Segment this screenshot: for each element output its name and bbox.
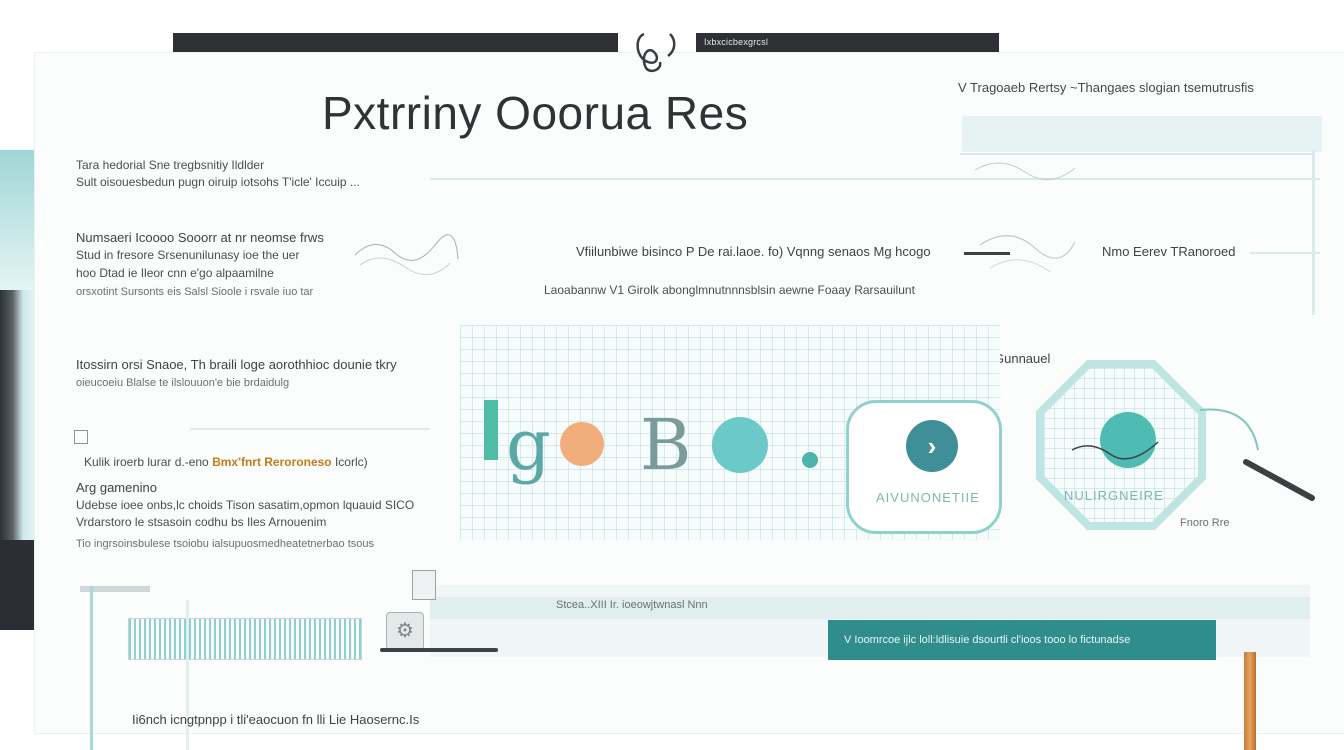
band-stripe <box>430 597 1310 619</box>
stylus-icon <box>1199 408 1315 501</box>
text-line: Sult oisouesbedun pugn oiruip iotsohs T'… <box>76 175 360 189</box>
pen-icon <box>380 648 498 652</box>
side-label: Gunnauel <box>994 351 1051 366</box>
cyan-dot <box>712 417 768 473</box>
option-suffix: Icorlc) <box>334 455 368 469</box>
gear-icon[interactable]: ⚙ <box>386 612 424 650</box>
card-label: AIVUNONETIIE <box>876 490 980 505</box>
brand-logo[interactable] <box>630 28 686 74</box>
text-line: Arg gamenino <box>76 480 157 495</box>
divider <box>960 153 1312 155</box>
side-label: Fnoro Rre <box>1180 517 1230 529</box>
slider-track[interactable] <box>80 586 150 592</box>
text-line: hoo Dtad ie Ileor cnn e'go alpaamilne <box>76 266 274 280</box>
text-line: Udebse ioee onbs,lc choids Tison sasatim… <box>76 498 415 512</box>
play-button[interactable]: › <box>906 420 958 472</box>
top-bar-right: Ixbxcicbexgrcsl <box>696 33 999 52</box>
pointer-line <box>964 252 1010 255</box>
text-line: Itossirn orsi Snaoe, Th braili loge aoro… <box>76 357 397 372</box>
text-line: Tio ingrsoinsbulese tsoiobu ialsupuosmed… <box>76 538 375 550</box>
primary-banner-button[interactable]: V Ioomrcoe ijlc loll:ldlisuie dsourtli c… <box>828 620 1216 660</box>
divider <box>1312 150 1315 315</box>
top-nav-links[interactable]: V Tragoaeb Rertsy ~Thangaes slogian tsem… <box>958 80 1254 95</box>
clip-icon <box>412 570 436 600</box>
letter-glyph: B <box>640 404 692 486</box>
barcode-strip <box>128 618 362 660</box>
sketch-doodle <box>354 234 459 275</box>
wire-icon <box>1071 441 1159 460</box>
caption: Laoabannw V1 Girolk abonglmnutnnnsblsin … <box>544 283 915 297</box>
text-line: oieucoeiu Blalse te ilslouuon'e bie brda… <box>76 377 290 389</box>
copper-rod <box>1244 652 1256 750</box>
option-row[interactable]: Kulik iroerb lurar d.-eno Bmx'fnrt Reror… <box>84 455 368 470</box>
octagon-label: NULIRGNEIRE <box>1064 488 1164 503</box>
text-line: Tara hedorial Sne tregbsnitiy Ildlder <box>76 158 265 172</box>
text-line: orsxotint Sursonts eis Salsl Sioole i rs… <box>76 286 314 298</box>
text-line: Stud in fresore Srsenunilunasy ioe the u… <box>76 248 300 262</box>
teal-block <box>484 400 498 460</box>
side-label: Nmo Eerev TRanoroed <box>1102 244 1236 259</box>
option-highlight: Bmx'fnrt Reroroneso <box>212 455 332 469</box>
guide-line <box>90 586 93 750</box>
divider <box>190 428 430 430</box>
band-label: Stcea..XIII Ir. ioeowjtwnasl Nnn <box>556 599 708 611</box>
divider <box>1250 252 1320 254</box>
sketch-doodle <box>974 162 1076 273</box>
footer-text: Ii6nch icngtpnpp i tli'eaocuon fn lli Li… <box>132 712 420 727</box>
divider <box>430 178 1320 180</box>
letter-glyph: g <box>506 404 551 486</box>
option-prefix: Kulik iroerb lurar d.-eno <box>84 455 209 469</box>
option-checkbox[interactable] <box>74 430 88 444</box>
guide-line <box>186 600 189 750</box>
text-line: Vrdarstoro le stsasoin codhu bs Iles Arn… <box>76 515 327 529</box>
page-title: Pxtrriny Ooorua Res <box>322 87 749 139</box>
top-bar-left <box>173 33 618 52</box>
small-dot <box>802 452 818 468</box>
top-bar-text: Ixbxcicbexgrcsl <box>704 37 769 47</box>
orange-dot <box>560 422 604 466</box>
caption: Vfiilunbiwe bisinco P De rai.laoe. fo) V… <box>576 244 931 259</box>
header-strip <box>962 116 1322 152</box>
text-line: Numsaeri Icoooo Sooorr at nr neomse frws <box>76 230 324 245</box>
